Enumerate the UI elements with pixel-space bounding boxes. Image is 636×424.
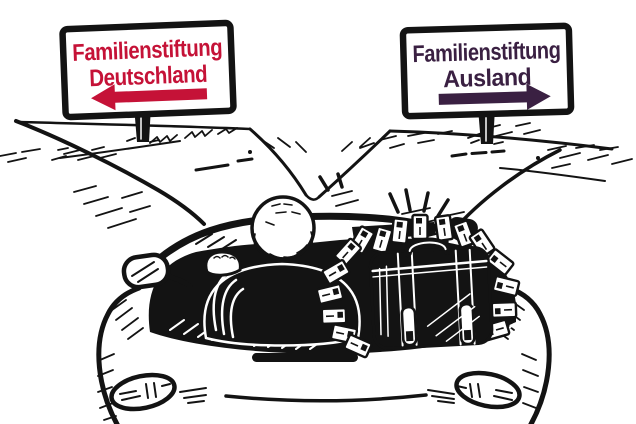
road-fork <box>14 119 614 234</box>
driver-hair <box>253 203 314 259</box>
sign-left-line2: Deutschland <box>89 61 208 93</box>
suitcase-buckle-right-tip <box>463 329 472 341</box>
trunk-handle-slot <box>252 353 358 362</box>
bumper-crease <box>224 393 428 403</box>
road-pebble <box>536 156 540 160</box>
road-pebble <box>248 150 252 154</box>
road-left-horizon <box>18 120 252 131</box>
suitcase-lid-seam2 <box>372 266 488 278</box>
sign-left-line1: Familienstiftung <box>72 34 223 67</box>
driver-hand-knuckles <box>213 254 236 260</box>
tail-light-right <box>427 370 522 410</box>
car-right-fender <box>506 285 552 424</box>
convertible-car <box>96 172 552 424</box>
suitcase-handle-highlight <box>408 241 447 253</box>
sign-right-line2: Ausland <box>443 64 532 93</box>
tail-light-left <box>109 372 207 412</box>
road-center-dashes <box>194 149 506 172</box>
road-wedge-apex <box>304 193 321 201</box>
suitcase-straps <box>396 248 476 347</box>
signpost-deutschland: Familienstiftung Deutschland <box>59 19 237 121</box>
windshield-reflections <box>195 233 237 250</box>
driver-head <box>250 195 316 261</box>
arrow-right-icon <box>438 83 551 110</box>
signpost-ausland: Familienstiftung Ausland <box>399 22 575 120</box>
road-shading-lines <box>59 140 606 182</box>
road-wedge-right-edge <box>317 129 392 199</box>
suitcase-lid-seam <box>371 259 488 273</box>
road-left-outer-edge <box>14 119 206 226</box>
arrow-left-icon <box>91 84 208 111</box>
money-suitcase <box>368 237 494 350</box>
sign-right-line1: Familienstiftung <box>412 37 561 68</box>
road-wedge-left-edge <box>248 127 308 197</box>
emphasis-lines <box>318 172 450 218</box>
left-wing-mirror <box>121 252 193 290</box>
suitcase-buckle-left-tip <box>405 330 414 342</box>
car-left-fender <box>96 285 142 424</box>
suitcase-texture <box>378 265 480 342</box>
